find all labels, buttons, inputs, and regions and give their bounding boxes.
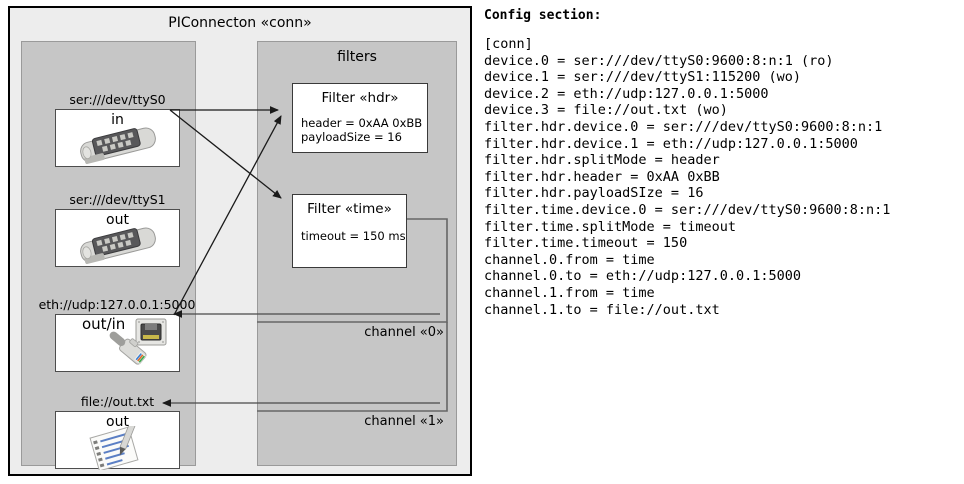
serial-port-icon [80, 127, 156, 164]
serial-port-icon [80, 227, 156, 264]
ethernet-socket-icon [109, 318, 167, 365]
channel-0-label: channel «0» [364, 325, 444, 340]
config-line: [conn] [484, 36, 533, 52]
config-line: filter.hdr.device.0 = ser:///dev/ttyS0:9… [484, 118, 883, 135]
channel-boundaries [257, 218, 448, 412]
device-file[interactable]: file://out.txt [55, 394, 180, 470]
config-line: channel.1.to = file://out.txt [484, 301, 720, 318]
filters-panel: filters Filter «hdr» header = 0xAA 0xBB … [257, 41, 457, 466]
filter-time-title: Filter «time» [307, 201, 392, 217]
filter-time-prop-timeout: timeout = 150 ms [301, 229, 406, 243]
filter-hdr-prop-header: header = 0xAA 0xBB [301, 116, 423, 130]
config-line: filter.hdr.device.1 = eth://udp:127.0.0.… [484, 135, 858, 152]
config-line: channel.0.from = time [484, 251, 655, 268]
device-ttyS1[interactable]: ser:///dev/ttyS1 [55, 192, 180, 267]
config-line: filter.time.splitMode = timeout [484, 218, 736, 235]
channel-1-label: channel «1» [364, 414, 444, 429]
config-line: filter.time.device.0 = ser:///dev/ttyS0:… [484, 201, 891, 218]
config-line: device.1 = ser:///dev/ttyS1:115200 (wo) [484, 69, 801, 86]
filters-panel-title: filters [337, 49, 377, 65]
config-lines: [conn]device.0 = ser:///dev/ttyS0:9600:8… [484, 36, 954, 318]
filter-hdr-prop-payloadsize: payloadSize = 16 [301, 130, 402, 144]
config-line: filter.hdr.header = 0xAA 0xBB [484, 168, 720, 185]
device-ttyS1-direction: out [106, 212, 129, 228]
device-file-label: file://out.txt [80, 394, 155, 409]
device-ttyS1-box[interactable]: out [55, 209, 180, 267]
device-ttyS0-box[interactable]: in [55, 109, 180, 167]
device-eth-direction: out/in [82, 315, 126, 333]
config-line: channel.0.to = eth://udp:127.0.0.1:5000 [484, 268, 801, 285]
device-file-direction: out [106, 414, 129, 430]
config-line: filter.time.timeout = 150 [484, 235, 688, 252]
filter-hdr-title: Filter «hdr» [321, 90, 399, 106]
filter-time-box[interactable]: Filter «time» timeout = 150 ms [292, 194, 407, 268]
text-file-icon [89, 426, 139, 470]
connection-diagram: PIConnecton «conn» ser:///dev/ttyS0 [8, 6, 472, 476]
device-ttyS1-label: ser:///dev/ttyS1 [69, 192, 166, 207]
device-eth-label: eth://udp:127.0.0.1:5000 [38, 297, 196, 312]
devices-panel: ser:///dev/ttyS0 [21, 41, 198, 470]
config-line: device.0 = ser:///dev/ttyS0:9600:8:n:1 (… [484, 52, 834, 69]
config-line: device.2 = eth://udp:127.0.0.1:5000 [484, 85, 769, 102]
device-ttyS0[interactable]: ser:///dev/ttyS0 [55, 92, 180, 167]
device-ttyS0-label: ser:///dev/ttyS0 [69, 92, 166, 107]
filter-hdr-box[interactable]: Filter «hdr» header = 0xAA 0xBB payloadS… [292, 83, 428, 153]
device-ttyS0-direction: in [111, 112, 124, 128]
config-section: Config section: [conn]device.0 = ser:///… [484, 8, 954, 318]
config-line: filter.hdr.splitMode = header [484, 152, 720, 169]
config-line: channel.1.from = time [484, 284, 655, 301]
device-file-box[interactable]: out [55, 411, 180, 470]
config-line: filter.hdr.payloadSIze = 16 [484, 185, 704, 202]
config-heading: Config section: [484, 8, 602, 23]
device-eth[interactable]: eth://udp:127.0.0.1:5000 [36, 297, 198, 372]
diagram-title: PIConnecton «conn» [168, 15, 312, 31]
device-eth-box[interactable]: out/in [55, 314, 180, 372]
config-line: device.3 = file://out.txt (wo) [484, 102, 728, 119]
